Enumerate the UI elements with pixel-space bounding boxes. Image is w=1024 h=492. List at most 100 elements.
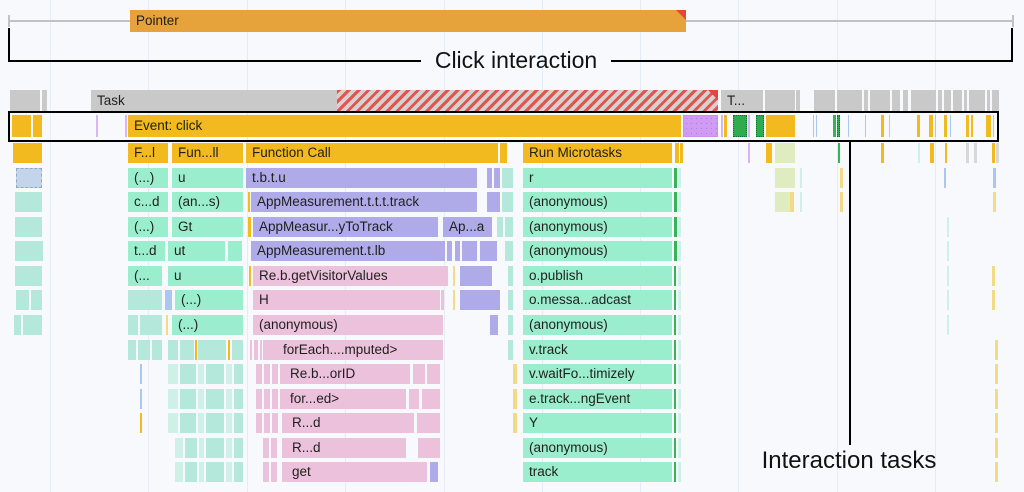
bar-segment[interactable] <box>837 115 840 137</box>
bar-segment[interactable] <box>460 266 492 286</box>
bar-segment[interactable] <box>228 340 230 360</box>
bar-segment[interactable] <box>678 462 681 482</box>
bar-segment[interactable] <box>790 192 794 212</box>
bar-segment[interactable] <box>441 290 444 310</box>
bar-segment[interactable] <box>889 115 890 137</box>
bar-segment[interactable] <box>455 241 460 261</box>
bar-segment[interactable] <box>453 266 455 286</box>
bar-segment[interactable] <box>992 90 999 112</box>
bar-segment[interactable] <box>678 413 681 433</box>
bar-segment[interactable] <box>678 364 681 384</box>
bar-segment[interactable] <box>125 115 127 137</box>
bar-segment[interactable] <box>945 143 947 163</box>
bar-segment[interactable] <box>995 340 998 360</box>
bar-segment[interactable] <box>881 115 884 137</box>
bar-segment[interactable] <box>766 115 795 137</box>
bar-c-d[interactable]: c...d <box>128 192 168 212</box>
bar-segment[interactable] <box>969 90 985 112</box>
bar-segment[interactable] <box>995 438 998 458</box>
bar-segment[interactable] <box>198 389 204 409</box>
bar-segment[interactable] <box>756 115 764 137</box>
bar-event-click[interactable]: Event: click <box>128 115 681 137</box>
bar-e-track-ngevent[interactable]: e.track...ngEvent <box>523 389 672 409</box>
bar-segment[interactable] <box>837 90 862 112</box>
bar-segment[interactable] <box>674 290 676 310</box>
bar-segment[interactable] <box>775 143 795 163</box>
bar-segment[interactable] <box>234 389 243 409</box>
bar-anonymous[interactable]: (anonymous) <box>523 217 672 237</box>
bar-segment[interactable] <box>206 364 224 384</box>
bar-segment[interactable] <box>864 90 868 112</box>
bar-segment[interactable] <box>918 143 920 163</box>
bar-segment[interactable] <box>993 115 994 137</box>
bar-segment[interactable] <box>198 340 226 360</box>
bar-t[interactable]: T... <box>721 90 763 112</box>
bar-segment[interactable] <box>674 241 677 261</box>
bar-segment[interactable] <box>505 217 513 237</box>
bar-segment[interactable] <box>264 389 270 409</box>
bar-segment[interactable] <box>165 290 172 310</box>
bar-segment[interactable] <box>234 438 243 458</box>
bar-segment[interactable] <box>766 143 772 163</box>
bar-segment[interactable] <box>140 315 162 335</box>
bar-segment[interactable] <box>228 241 242 261</box>
bar-segment[interactable] <box>447 241 452 261</box>
bar-r-d[interactable]: R...d <box>282 413 414 433</box>
bar-segment[interactable] <box>674 217 677 237</box>
bar-segment[interactable] <box>508 266 513 286</box>
bar-segment[interactable] <box>175 438 183 458</box>
bar-segment[interactable] <box>675 143 679 163</box>
bar-segment[interactable] <box>248 217 251 237</box>
bar-segment[interactable] <box>487 192 500 212</box>
bar-segment[interactable] <box>987 90 990 112</box>
bar-y[interactable]: Y <box>523 413 672 433</box>
bar-for-ed[interactable]: for...ed> <box>280 389 406 409</box>
bar-segment[interactable] <box>881 143 884 163</box>
bar-segment[interactable] <box>418 438 440 458</box>
bar-segment[interactable] <box>840 192 843 212</box>
bar-segment[interactable] <box>947 217 949 237</box>
bar-segment[interactable] <box>42 90 47 112</box>
bar-segment[interactable] <box>513 364 517 384</box>
bar-segment[interactable] <box>430 462 438 482</box>
bar-segment[interactable] <box>800 192 802 212</box>
bar-anonymous[interactable]: (anonymous) <box>523 241 672 261</box>
bar-segment[interactable] <box>678 340 681 360</box>
bar-segment[interactable] <box>31 290 42 310</box>
bar-segment[interactable] <box>892 90 900 112</box>
bar-segment[interactable] <box>800 168 802 188</box>
bar-segment[interactable] <box>996 143 999 163</box>
bar-segment[interactable] <box>487 168 492 188</box>
bar-segment[interactable] <box>480 241 497 261</box>
bar-segment[interactable] <box>14 315 21 335</box>
bar-segment[interactable] <box>950 115 951 137</box>
bar-r-d[interactable]: R...d <box>282 438 406 458</box>
bar-segment[interactable] <box>748 143 750 163</box>
bar-ap-a[interactable]: Ap...a <box>443 217 492 237</box>
bar-segment[interactable] <box>721 115 723 137</box>
bar-segment[interactable] <box>865 115 866 137</box>
bar-segment[interactable] <box>947 290 949 310</box>
bar-segment[interactable] <box>271 462 277 482</box>
bar-segment[interactable] <box>250 340 252 360</box>
bar-segment[interactable] <box>140 389 142 409</box>
bar-[interactable]: (... <box>128 266 162 286</box>
bar-segment[interactable] <box>993 168 996 188</box>
bar-segment[interactable] <box>198 413 204 433</box>
bar-segment[interactable] <box>674 413 676 433</box>
bar-h[interactable]: H <box>253 290 440 310</box>
bar-segment[interactable] <box>168 340 178 360</box>
bar-appmeasurement-t-lb[interactable]: AppMeasurement.t.lb <box>251 241 445 261</box>
bar-segment[interactable] <box>930 143 934 163</box>
bar-v-waitfo-timizely[interactable]: v.waitFo...timizely <box>523 364 672 384</box>
bar-u[interactable]: u <box>172 168 243 188</box>
bar-segment[interactable] <box>206 438 224 458</box>
bar-segment[interactable] <box>944 115 947 137</box>
bar-segment[interactable] <box>234 413 243 433</box>
bar-pointer[interactable]: Pointer <box>130 10 686 32</box>
bar-re-b-orid[interactable]: Re.b...orID <box>280 364 410 384</box>
bar-segment[interactable] <box>195 340 197 360</box>
bar-segment[interactable] <box>234 364 243 384</box>
bar-segment[interactable] <box>140 413 142 433</box>
bar-segment[interactable] <box>199 438 204 458</box>
